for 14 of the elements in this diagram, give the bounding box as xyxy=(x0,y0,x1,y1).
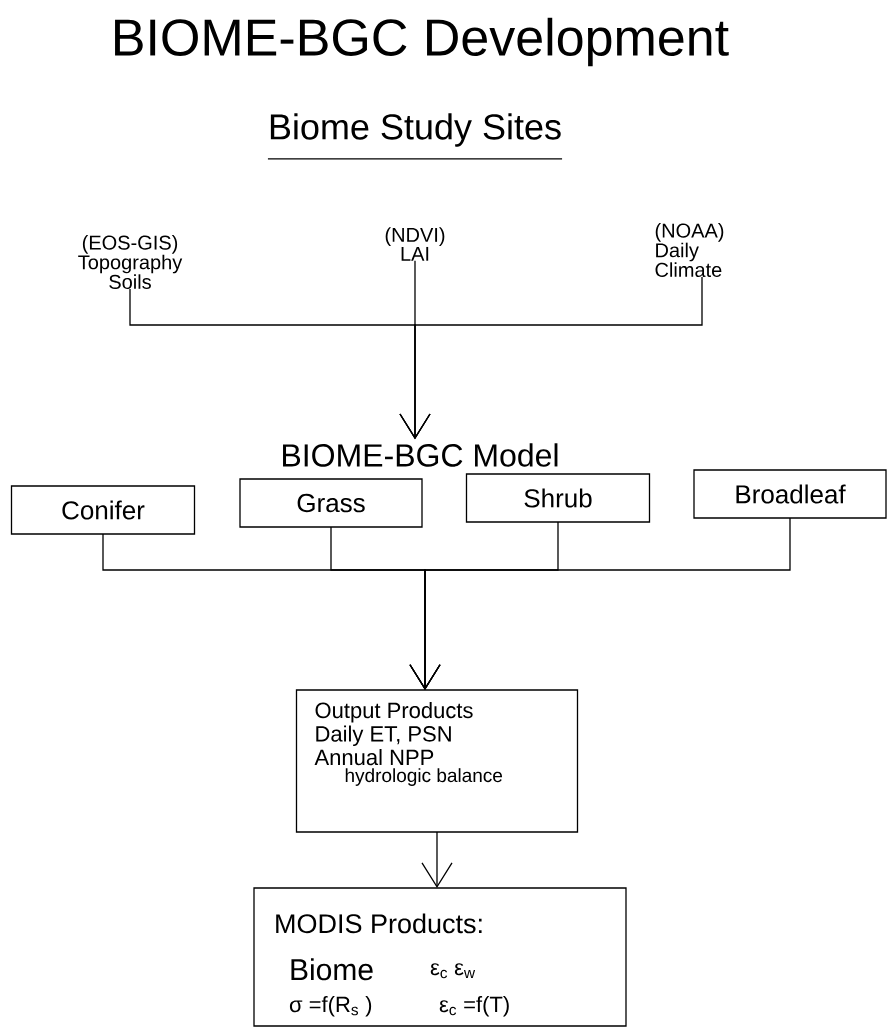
biome-box: Shrub xyxy=(465,473,651,523)
title: BIOME-BGC Development xyxy=(115,17,729,67)
arrow xyxy=(409,517,791,690)
products-box: MODIS Products: Biome ε$_{c}$ ε$_{w}$ σ =f(R$_{s}$ ) ε$_{c}$ =f(T) xyxy=(253,887,627,1027)
model-heading: BIOME-BGC Model xyxy=(283,443,558,467)
output-box: Output Products Daily ET, PSN Annual NPP hydrologic balance xyxy=(295,689,579,833)
biome-box: Broadleaf xyxy=(693,469,887,519)
biome-box: Conifer xyxy=(10,485,196,535)
subtitle: Biome Study Sites xyxy=(270,113,561,147)
data-source-text: (EOS-GIS) Topography Soils xyxy=(78,235,183,289)
data-source-text: (NDVI) LAI xyxy=(385,227,445,261)
data-source-text: (NOAA) Daily Climate xyxy=(655,223,724,277)
biome-box: Grass xyxy=(239,478,423,528)
arrow xyxy=(399,276,703,440)
